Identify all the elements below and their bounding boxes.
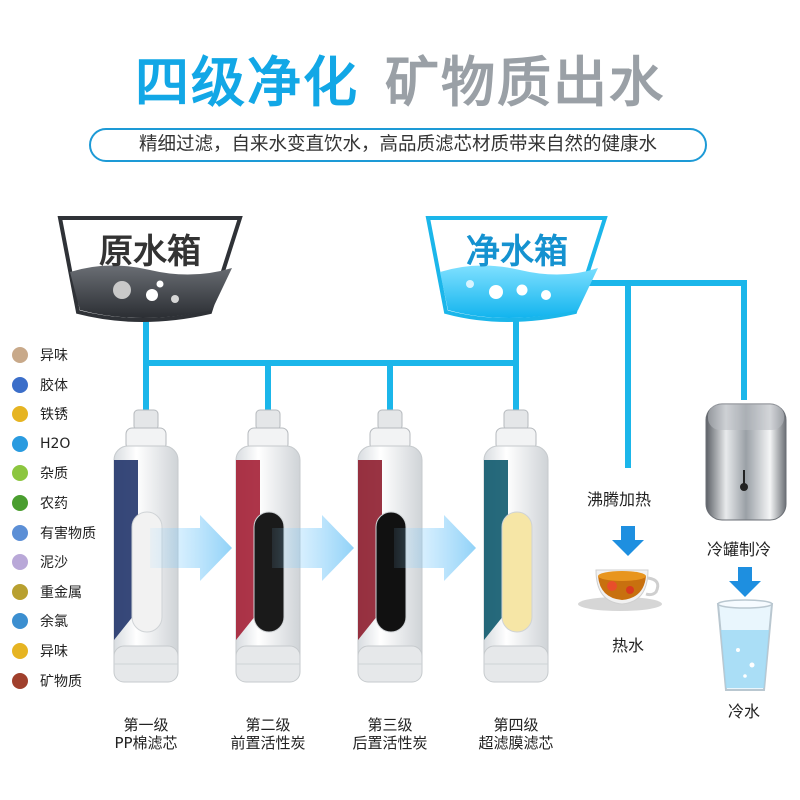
bubble-icon xyxy=(146,289,158,301)
filter-cartridges xyxy=(113,409,549,683)
contaminant-label: H2O xyxy=(40,435,71,452)
hot-water-label: 热水 xyxy=(612,636,645,655)
contaminant-label: 异味 xyxy=(40,644,68,660)
bubble-icon xyxy=(171,295,179,303)
filter-cartridge-4 xyxy=(483,409,549,683)
contaminant-item: 胶体 xyxy=(12,374,68,396)
stage-3-label: 第三级 后置活性炭 xyxy=(330,716,450,752)
contaminant-icon xyxy=(12,495,28,511)
stage-level: 第一级 xyxy=(123,716,169,734)
contaminant-icon xyxy=(12,347,28,363)
contaminant-label: 杂质 xyxy=(40,466,68,483)
stage-filter-name: 后置活性炭 xyxy=(352,734,428,752)
flow-arrow-icon xyxy=(150,515,232,581)
pure-tank-label: 净水箱 xyxy=(466,232,568,272)
flow-arrows xyxy=(150,515,476,581)
bubble-icon xyxy=(156,280,164,288)
contaminant-item: 有害物质 xyxy=(12,522,96,544)
heat-label: 沸腾加热 xyxy=(587,490,652,509)
bubble-icon xyxy=(113,281,131,299)
stage-level: 第三级 xyxy=(367,716,413,734)
filter-cartridge-2 xyxy=(235,409,301,683)
contaminant-item: 重金属 xyxy=(12,581,82,603)
contaminant-item: 异味 xyxy=(12,640,68,662)
cold-water-label: 冷水 xyxy=(728,702,761,721)
contaminant-label: 有害物质 xyxy=(40,525,96,542)
contaminant-item: 矿物质 xyxy=(12,670,82,692)
contaminant-icon xyxy=(12,376,28,393)
contaminant-icon xyxy=(12,613,28,630)
filter-cartridge-3 xyxy=(357,409,423,683)
title-part-1: 四级净化 xyxy=(135,51,359,114)
contaminant-item: 杂质 xyxy=(12,462,68,484)
page-title: 四级净化矿物质出水 xyxy=(0,38,800,117)
contaminant-item: 余氯 xyxy=(12,610,68,632)
bubble-icon xyxy=(466,280,474,288)
stage-4-label: 第四级 超滤膜滤芯 xyxy=(456,716,576,752)
title-part-2: 矿物质出水 xyxy=(385,51,665,114)
cold-water-glass-icon xyxy=(716,599,774,691)
contaminant-icon xyxy=(12,583,28,600)
output-arrows xyxy=(612,526,761,597)
contaminant-label: 泥沙 xyxy=(40,555,68,572)
stage-1-label: 第一级 PP棉滤芯 xyxy=(86,716,206,752)
contaminant-label: 余氯 xyxy=(40,614,68,631)
down-arrow-icon xyxy=(612,526,644,556)
bubble-icon xyxy=(516,284,528,296)
pure-water-tank xyxy=(425,216,608,322)
down-arrow-icon xyxy=(729,567,761,597)
contaminant-label: 重金属 xyxy=(40,584,82,601)
raw-water-tank xyxy=(57,216,243,322)
cold-tank xyxy=(705,403,787,521)
stage-filter-name: 前置活性炭 xyxy=(230,734,306,752)
bubble-icon xyxy=(489,285,503,299)
stage-filter-name: PP棉滤芯 xyxy=(114,734,178,752)
contaminant-item: 泥沙 xyxy=(12,551,68,573)
contaminant-label: 胶体 xyxy=(40,377,68,394)
contaminant-item: 异味 xyxy=(12,344,68,366)
contaminant-item: 农药 xyxy=(12,492,68,514)
stage-2-label: 第二级 前置活性炭 xyxy=(208,716,328,752)
flow-arrow-icon xyxy=(272,515,354,581)
contaminant-icon xyxy=(12,524,28,541)
contaminant-label: 异味 xyxy=(40,348,68,364)
stage-filter-name: 超滤膜滤芯 xyxy=(478,734,554,752)
contaminant-label: 铁锈 xyxy=(40,407,68,424)
contaminant-icon xyxy=(12,643,28,659)
stage-level: 第二级 xyxy=(245,716,291,734)
contaminant-icon xyxy=(12,554,28,571)
raw-tank-label: 原水箱 xyxy=(99,232,201,272)
water-pipes xyxy=(143,280,747,468)
contaminant-item: H2O xyxy=(12,433,70,455)
subtitle-banner: 精细过滤，自来水变直饮水，高品质滤芯材质带来自然的健康水 xyxy=(89,128,707,162)
contaminant-icon xyxy=(12,406,28,423)
bubble-icon xyxy=(541,290,551,300)
contaminant-icon xyxy=(12,672,28,689)
contaminant-item: 铁锈 xyxy=(12,403,68,425)
contaminant-label: 矿物质 xyxy=(40,673,82,690)
contaminant-icon xyxy=(12,465,28,482)
contaminant-icon xyxy=(12,435,28,452)
contaminant-label: 农药 xyxy=(40,496,68,512)
cool-label: 冷罐制冷 xyxy=(707,540,772,559)
stage-level: 第四级 xyxy=(493,716,539,734)
flow-arrow-icon xyxy=(394,515,476,581)
hot-tea-cup-icon xyxy=(578,569,662,611)
